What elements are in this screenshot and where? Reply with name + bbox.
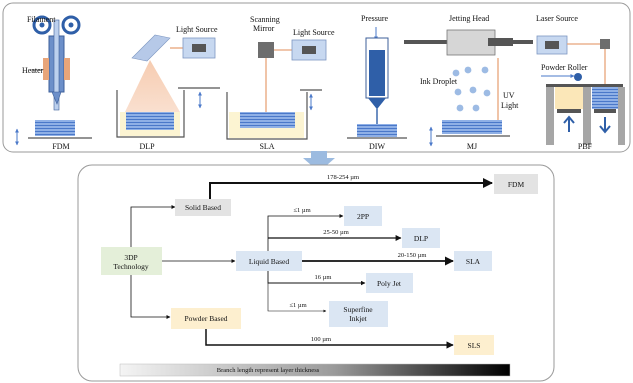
tree-connectors (130, 178, 493, 349)
fdm-printed-layers (35, 120, 75, 136)
top-panel (2, 2, 631, 153)
leaf-superfine-inkjet (329, 301, 388, 327)
thickness-polyjet: 16 µm (315, 274, 332, 281)
thickness-2pp: ≤1 µm (293, 207, 310, 214)
2pp-label: 2PP (357, 212, 369, 221)
mj-printed-layers (442, 120, 502, 134)
fdm-label: FDM (508, 180, 525, 189)
powder-roller-icon (574, 73, 582, 81)
filament-strand (53, 19, 60, 111)
polyjet-label: Poly Jet (377, 279, 402, 288)
scanning-mirror-block (258, 42, 274, 58)
root-label-line1: 3DP (124, 253, 137, 262)
filament-spool-right-icon (61, 15, 81, 35)
label-powder-roller: Powder Roller (541, 63, 588, 72)
powder-based-label: Powder Based (184, 314, 227, 323)
solid-based-label: Solid Based (185, 203, 221, 212)
caption-sla: SLA (259, 142, 274, 151)
root-label: Technology (113, 262, 149, 271)
caption-fdm: FDM (52, 142, 69, 151)
panel-transition-arrow (303, 151, 335, 172)
superfine-label: Inkjet (349, 314, 367, 323)
dlp-label: DLP (414, 234, 428, 243)
label-filament: Filament (27, 15, 56, 24)
dlp-light-beam (125, 60, 180, 112)
sla-printed-layers (240, 112, 295, 128)
fdm-illustration (15, 15, 92, 146)
node-powder-based (171, 308, 241, 329)
gradient-bar-caption: Branch length represent layer thickness (217, 367, 320, 374)
thickness-dlp: 25-50 µm (323, 229, 349, 236)
leaf-polyjet (366, 273, 413, 293)
liquid-based-label: Liquid Based (249, 257, 289, 266)
caption-diw: DIW (369, 142, 385, 151)
label-light-source-dlp: Light Source (176, 25, 218, 34)
label-light-source-sla: Light Source (293, 28, 335, 37)
diw-illustration (347, 27, 407, 139)
dlp-illustration (116, 34, 220, 138)
thickness-fdm: 178-254 µm (327, 174, 359, 181)
leaf-2pp (344, 206, 382, 226)
filament-spool-left-icon (32, 15, 52, 35)
caption-mj: MJ (467, 142, 477, 151)
jetting-head (446, 29, 496, 56)
diw-printed-layers (357, 124, 397, 137)
leaf-dlp (402, 228, 440, 248)
caption-dlp: DLP (139, 142, 155, 151)
mj-illustration (404, 29, 533, 147)
leaf-sls (454, 335, 494, 355)
label-jetting-head: Jetting Head (449, 14, 489, 23)
superfine-label-line1: Superfine (343, 305, 373, 314)
sla-label: SLA (466, 257, 481, 266)
dlp-mirror (131, 34, 171, 62)
thickness-sla: 20-150 µm (398, 252, 427, 259)
leaf-fdm (494, 174, 538, 194)
pbf-illustration (536, 35, 625, 145)
leaf-sla (454, 251, 492, 271)
root-node (101, 247, 162, 275)
node-solid-based (175, 199, 231, 216)
caption-pbf: PBF (578, 142, 593, 151)
thickness-superfine: ≤1 µm (289, 302, 306, 309)
node-liquid-based (236, 251, 302, 271)
label-pressure: Pressure (361, 14, 389, 23)
sls-label: SLS (468, 341, 481, 350)
sla-illustration (226, 39, 327, 140)
label-ink-droplet: Ink Droplet (420, 77, 458, 86)
label-heater: Heater (22, 66, 44, 75)
thickness-sls: 100 µm (311, 336, 331, 343)
label-laser-source: Laser Source (536, 14, 578, 23)
thickness-gradient-bar (119, 363, 511, 377)
dlp-printed-layers (126, 112, 174, 130)
